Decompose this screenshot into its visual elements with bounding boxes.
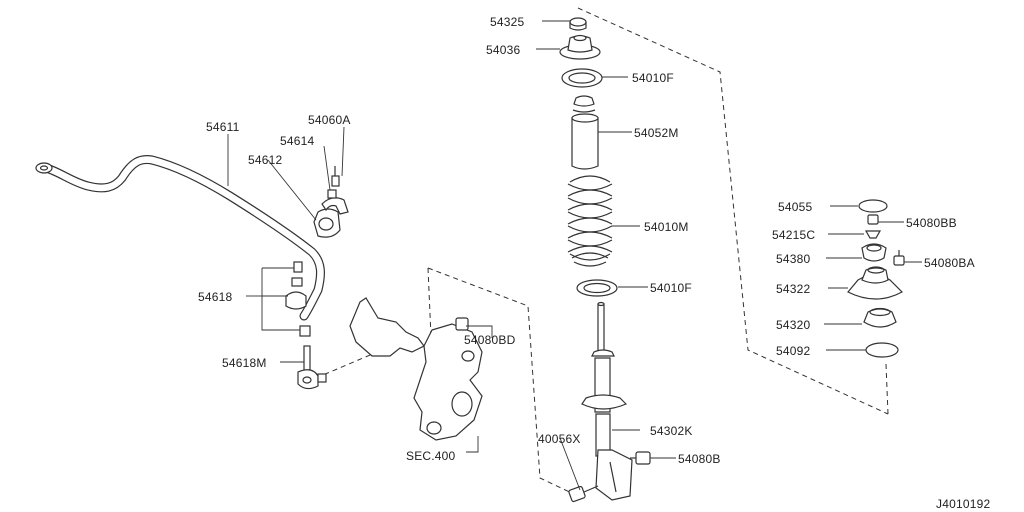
label-54322: 54322 xyxy=(776,282,810,296)
mount-54322 xyxy=(847,266,903,300)
label-54036: 54036 xyxy=(486,43,520,57)
label-54611: 54611 xyxy=(206,120,240,134)
nut-54080BB xyxy=(867,214,879,225)
label-54080B: 54080B xyxy=(678,452,721,466)
bumper-boot-54052M xyxy=(571,95,599,170)
knuckle-splash-guard xyxy=(349,297,425,357)
strut-assembly-boundary xyxy=(577,7,889,415)
knuckle-assembly-boundary xyxy=(427,267,579,497)
label-54080BA: 54080BA xyxy=(924,256,975,270)
label-54080BB: 54080BB xyxy=(906,216,957,230)
label-54325: 54325 xyxy=(490,15,524,29)
label-54055: 54055 xyxy=(778,200,812,214)
bolt-54080BD xyxy=(455,317,469,331)
spring-seat-lower-54010F xyxy=(576,279,618,297)
spring-seat-upper-54010F xyxy=(561,68,603,88)
bolt-54060A xyxy=(331,166,340,187)
label-54618M: 54618M xyxy=(222,356,267,370)
bracket-54614 xyxy=(321,189,349,215)
strut-column-drawing xyxy=(559,17,651,503)
nut-54080BA xyxy=(893,250,905,266)
stabilizer-link-54618M xyxy=(297,345,327,390)
bushing-54612 xyxy=(313,208,341,238)
label-54092: 54092 xyxy=(776,344,810,358)
label-40056X: 40056X xyxy=(538,432,581,446)
washer-54215C xyxy=(864,230,882,239)
upper-mount-boundary-right xyxy=(885,363,889,415)
label-54302K: 54302K xyxy=(650,424,693,438)
label-54618: 54618 xyxy=(198,290,232,304)
label-54010M: 54010M xyxy=(644,220,689,234)
label-sec-400: SEC.400 xyxy=(406,449,456,463)
seat-54092 xyxy=(865,342,899,358)
coil-spring-54010M xyxy=(567,175,613,267)
bolt-54080B xyxy=(630,451,651,465)
label-54614: 54614 xyxy=(280,134,314,148)
label-54320: 54320 xyxy=(776,318,810,332)
insulator-54320 xyxy=(863,307,897,328)
strut-54302K xyxy=(581,301,633,501)
label-54080BD: 54080BD xyxy=(464,333,516,347)
steering-knuckle-drawing xyxy=(349,297,483,441)
strut-cap-54325 xyxy=(569,17,587,31)
washer-54055 xyxy=(858,199,888,213)
label-54010F-upper: 54010F xyxy=(632,71,674,85)
label-54380: 54380 xyxy=(776,252,810,266)
label-54060A: 54060A xyxy=(308,113,351,127)
strut-mount-54036 xyxy=(559,34,601,60)
label-54052M: 54052M xyxy=(634,126,679,140)
stabilizer-bar-drawing xyxy=(35,155,349,390)
label-54612: 54612 xyxy=(248,153,282,167)
bolt-40056X xyxy=(568,485,599,503)
label-54010F-lower: 54010F xyxy=(650,281,692,295)
stabilizer-link-parts-54618 xyxy=(285,261,311,337)
label-54215C: 54215C xyxy=(772,228,815,242)
part-number-labels: 54325 54036 54010F 54052M 54010M 54010F … xyxy=(198,15,990,511)
upper-mount-stack-drawing xyxy=(847,199,905,358)
knuckle-body xyxy=(413,323,483,441)
leader-lines xyxy=(227,20,922,491)
diagram-code: J4010192 xyxy=(936,497,990,511)
bushing-54380 xyxy=(861,243,887,262)
